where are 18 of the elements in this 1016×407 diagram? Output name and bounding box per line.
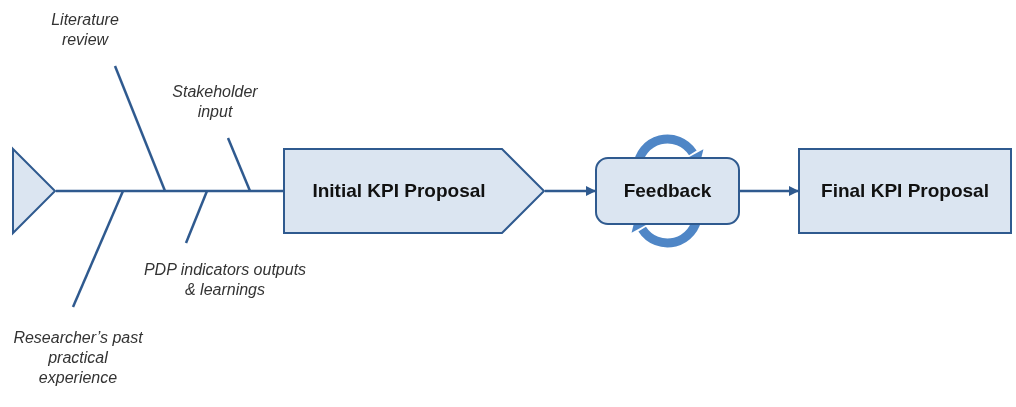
process-box — [595, 157, 740, 225]
process-label: Feedback — [623, 180, 712, 202]
fishbone-branch-line — [113, 65, 167, 192]
process-label: Final KPI Proposal — [821, 180, 989, 202]
cause-label: Literature review — [50, 10, 120, 50]
process-box — [798, 148, 1012, 234]
arrow — [740, 186, 799, 196]
arrow — [545, 186, 596, 196]
process-pentagon — [283, 148, 545, 234]
fishbone-branch-line — [226, 137, 252, 192]
cause-label: Stakeholder input — [171, 82, 259, 122]
cause-label: Researcher’s past practical experience — [12, 328, 144, 388]
fishbone-head-triangle — [12, 148, 56, 234]
fishbone-branch-line — [184, 190, 209, 244]
cause-label: PDP indicators outputs & learnings — [142, 260, 308, 300]
fishbone-branch-line — [71, 190, 125, 308]
process-label: Initial KPI Proposal — [312, 180, 486, 202]
spine-line — [56, 189, 283, 193]
